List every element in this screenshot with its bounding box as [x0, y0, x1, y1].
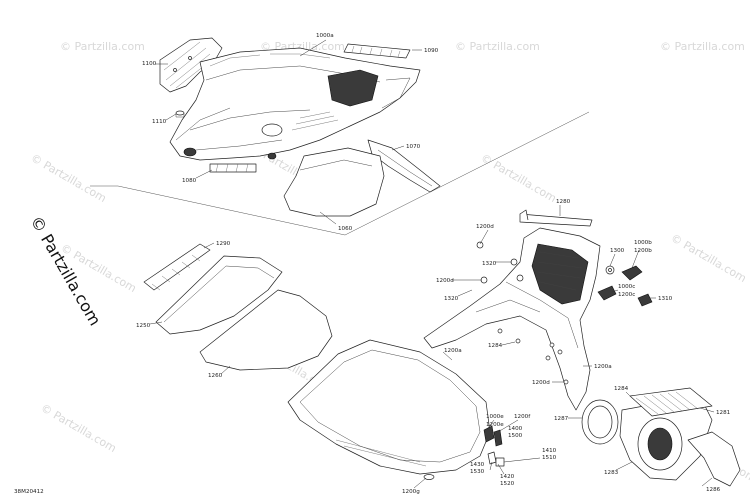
part-1287-seal [581, 399, 619, 445]
callout-1250: 1250 [136, 323, 151, 329]
callout-1060: 1060 [338, 226, 353, 232]
part-1000b-vent [621, 265, 643, 281]
callout-1520: 1520 [500, 481, 515, 487]
callout-1200d: 1200d [532, 380, 550, 386]
part-1250-pad [155, 255, 283, 335]
callout-1283: 1283 [604, 470, 619, 476]
callout-1080: 1080 [182, 178, 197, 184]
callout-1200d: 1200d [436, 278, 454, 284]
callout-1286: 1286 [706, 487, 721, 493]
watermark: © Partzilla.com [455, 40, 540, 53]
callout-1100: 1100 [142, 61, 157, 67]
leader-lines [149, 39, 715, 489]
callout-1000c: 1000c [618, 284, 635, 290]
callout-1200d: 1200d [476, 224, 494, 230]
part-1281-grill [629, 387, 713, 417]
callout-1320: 1320 [444, 296, 459, 302]
callout-1090: 1090 [424, 48, 439, 54]
callout-1000e: 1000e [486, 414, 504, 420]
part-1283-duct [619, 395, 713, 481]
callout-1400: 1400 [508, 426, 523, 432]
part-1090-strip [343, 43, 411, 59]
part-1080-strip [209, 163, 257, 173]
callout-1284: 1284 [488, 343, 503, 349]
watermark: © Partzilla.com [479, 151, 559, 205]
callout-1290: 1290 [216, 241, 231, 247]
part-1310-vent [637, 293, 653, 307]
callout-1410: 1410 [542, 448, 557, 454]
callout-1260: 1260 [208, 373, 223, 379]
callout-1430: 1430 [470, 462, 485, 468]
callout-1200a: 1200a [594, 364, 612, 370]
callout-1000a: 1000a [316, 33, 334, 39]
callout-1200e: 1200e [486, 422, 504, 428]
part-1200a-side-frame [423, 227, 601, 411]
callout-1200f: 1200f [514, 414, 531, 420]
part-1280-strip [519, 209, 593, 227]
callout-1200g: 1200g [402, 489, 420, 495]
watermark: © Partzilla.com [39, 401, 119, 455]
part-1110-bolt [175, 110, 185, 118]
callout-1200b: 1200b [634, 248, 652, 254]
callout-1510: 1510 [542, 455, 557, 461]
callout-1420: 1420 [500, 474, 515, 480]
callout-1320: 1320 [482, 261, 497, 267]
part-1286-cover [687, 431, 741, 487]
part-1200a-lower-fairing [287, 339, 491, 475]
callout-1300: 1300 [610, 248, 625, 254]
hardware-fasteners [423, 241, 569, 480]
part-1060-panel [283, 147, 385, 217]
watermark: © Partzilla.com [660, 40, 745, 53]
callout-1110: 1110 [152, 119, 167, 125]
callout-1200a: 1200a [444, 348, 462, 354]
watermark: © Partzilla.com [669, 231, 749, 285]
part-1290-foam-strip [143, 243, 211, 291]
callout-1070: 1070 [406, 144, 421, 150]
watermark: © Partzilla.com [60, 40, 145, 53]
callout-1280: 1280 [556, 199, 571, 205]
part-1000c-vent [597, 285, 617, 301]
part-1260-pad [199, 289, 333, 371]
assembly-plane-line [117, 111, 590, 236]
callout-1281: 1281 [716, 410, 731, 416]
part-1000e-cluster [483, 425, 505, 467]
diagram-id: 38M20412 [14, 489, 44, 495]
callout-1500: 1500 [508, 433, 523, 439]
part-1300-grommet [605, 265, 615, 275]
callout-1530: 1530 [470, 469, 485, 475]
callout-1000b: 1000b [634, 240, 652, 246]
callout-labels: 1000a 1090 1100 1110 1080 1070 1060 1290… [136, 33, 731, 495]
part-1000a-upper-hood [169, 47, 421, 161]
callout-1200c: 1200c [618, 292, 635, 298]
watermark: © Partzilla.com [29, 151, 109, 205]
callout-1287: 1287 [554, 416, 569, 422]
callout-1310: 1310 [658, 296, 673, 302]
callout-1284: 1284 [614, 386, 629, 392]
